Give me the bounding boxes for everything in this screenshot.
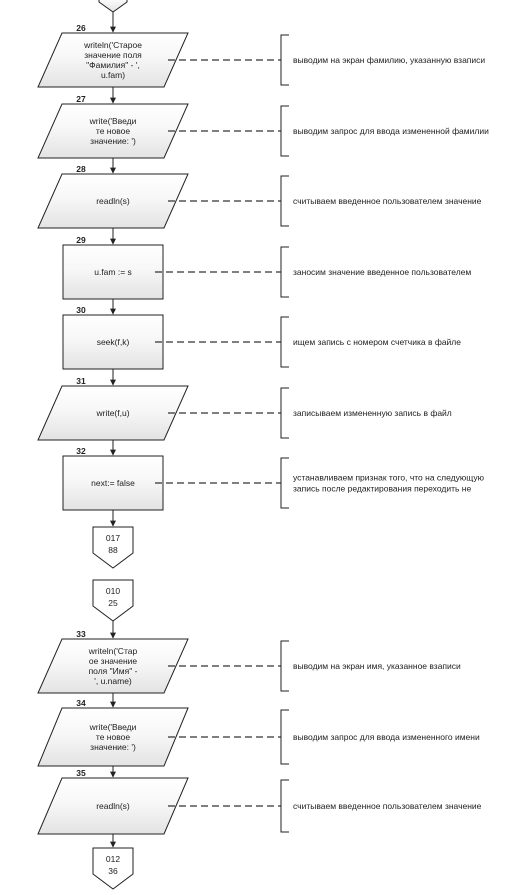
comment-bracket	[280, 175, 289, 227]
connector-label: 36	[108, 866, 118, 876]
block-text: значение поля	[84, 50, 142, 60]
block-text: те новое	[96, 732, 130, 742]
connector-label: 012	[106, 854, 120, 864]
comment-bracket	[280, 246, 289, 298]
block-text: ', u.name)	[94, 676, 132, 686]
offpage-connector	[92, 847, 134, 890]
block-number: 31	[76, 376, 86, 386]
connector-label: 010	[106, 586, 120, 596]
comment-text: выводим запрос для ввода измененного име…	[293, 732, 480, 742]
block-number: 35	[76, 768, 86, 778]
process-block-29	[62, 244, 164, 300]
block-text: "Фамилия" - ',	[86, 60, 140, 70]
offpage-connector	[92, 526, 134, 569]
offpage-connector-top	[98, 0, 128, 13]
comment-bracket	[280, 640, 289, 692]
block-number: 29	[76, 235, 86, 245]
block-text: u.fam := s	[94, 267, 132, 277]
connector-label: 017	[106, 533, 120, 543]
comment-text: устанавливаем признак того, что на следу…	[293, 473, 485, 483]
io-block-27	[37, 103, 189, 159]
comment-text: считываем введенное пользователем значен…	[293, 196, 482, 206]
comment-text: выводим на экран фамилию, указанную взап…	[293, 55, 485, 65]
block-text: readln(s)	[96, 196, 130, 206]
comment-text: ищем запись с номером счетчика в файле	[293, 337, 461, 347]
block-text: next:= false	[91, 478, 135, 488]
comment-bracket	[280, 779, 289, 833]
comment-bracket	[280, 457, 289, 509]
io-block-28	[37, 173, 189, 229]
block-number: 33	[76, 629, 86, 639]
comment-bracket	[280, 709, 289, 765]
block-number: 30	[76, 305, 86, 315]
block-text: u.fam)	[101, 70, 125, 80]
block-text: seek(f,k)	[97, 337, 130, 347]
block-number: 32	[76, 446, 86, 456]
block-number: 26	[76, 23, 86, 33]
block-text: writeln('Стар	[88, 646, 138, 656]
block-number: 34	[76, 698, 86, 708]
block-text: те новое	[96, 126, 130, 136]
comment-text: считываем введенное пользователем значен…	[293, 801, 482, 811]
block-text: значение: ')	[90, 136, 136, 146]
comment-bracket	[280, 316, 289, 368]
comment-bracket	[280, 105, 289, 157]
block-text: ое значение	[89, 656, 138, 666]
offpage-connector	[92, 579, 134, 622]
block-text: write(f,u)	[95, 408, 129, 418]
block-number: 28	[76, 164, 86, 174]
comment-text: запись после редактирования переходить н…	[293, 484, 471, 494]
io-block-35	[37, 777, 189, 835]
io-block-31	[37, 385, 189, 441]
block-text: поля "Имя" -	[89, 666, 138, 676]
block-text: readln(s)	[96, 801, 130, 811]
block-text: write('Введи	[89, 116, 137, 126]
block-text: writeln('Старое	[83, 40, 142, 50]
io-block-26	[37, 32, 189, 88]
process-block-32	[62, 455, 164, 511]
connector-label: 25	[108, 598, 118, 608]
connector-label: 88	[108, 545, 118, 555]
io-block-34	[37, 707, 189, 767]
block-number: 27	[76, 94, 86, 104]
comment-text: выводим на экран имя, указанное взаписи	[293, 661, 461, 671]
block-text: значение: ')	[90, 742, 136, 752]
comment-text: заносим значение введенное пользователем	[293, 267, 471, 277]
comment-text: записываем измененную запись в файл	[293, 408, 452, 418]
block-text: write('Введи	[89, 722, 137, 732]
process-block-30	[62, 314, 164, 370]
comment-text: выводим запрос для ввода измененной фами…	[293, 126, 489, 136]
io-block-33	[37, 638, 189, 694]
comment-bracket	[280, 34, 289, 86]
comment-bracket	[280, 387, 289, 439]
